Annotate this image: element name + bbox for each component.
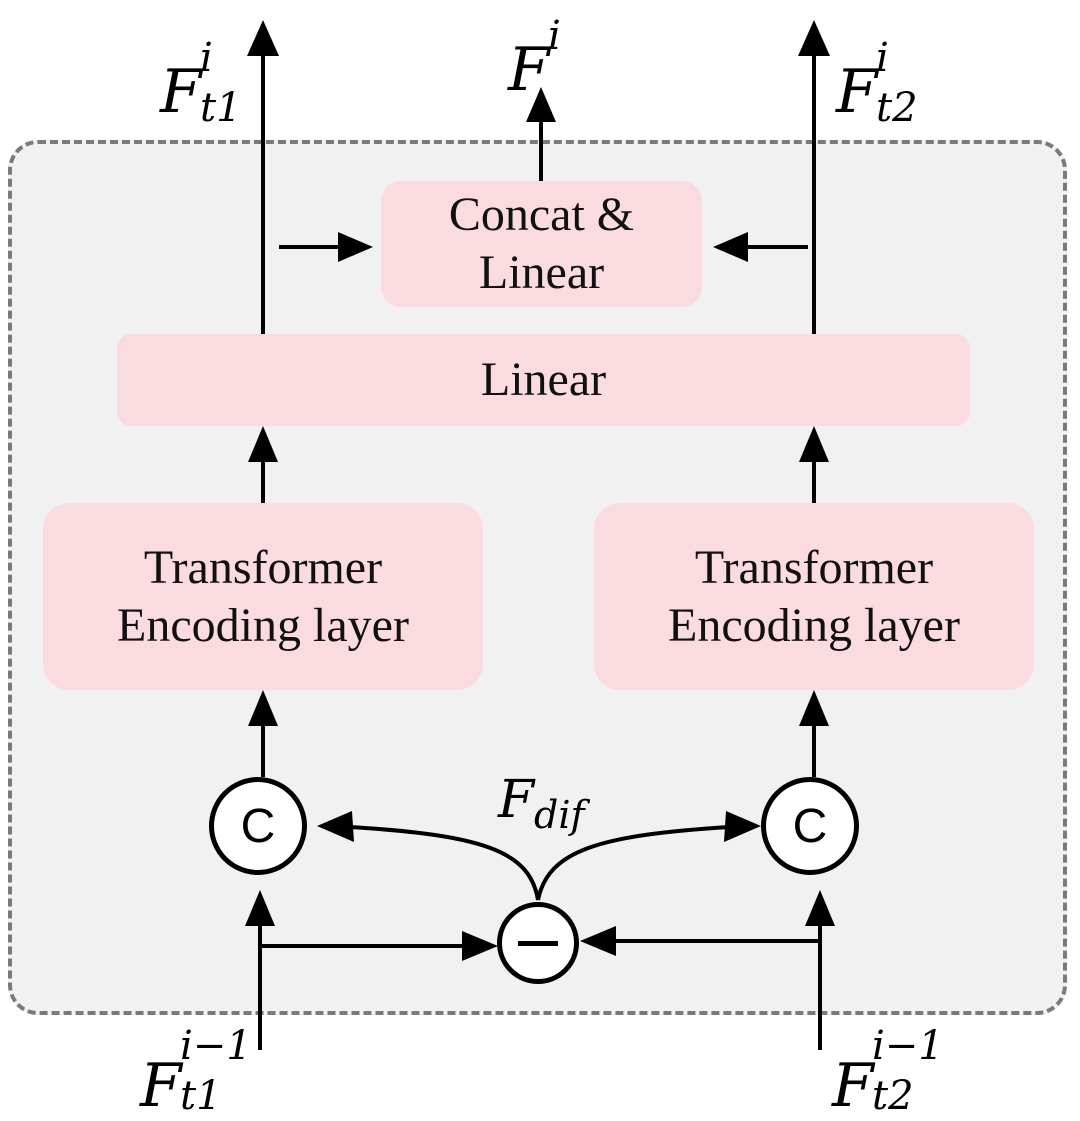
label-output-t2: F i t2 [836,38,918,128]
label-input-t2: F i−1 t2 [832,1026,944,1116]
arrowhead-out-t2 [798,20,830,56]
arrowhead-concat-op-left [248,690,278,726]
transformer-encoder-left: Transformer Encoding layer [43,503,483,690]
label-output-t1-base: F [160,57,202,127]
encoder-right-line1: Transformer [694,540,934,594]
arrowhead-minus-left [462,931,498,961]
label-output-t1-sup: i [200,35,213,81]
arrowhead-encoder-right [799,426,829,462]
label-output-t1: F i t1 [160,38,242,128]
label-difference: F dif [498,774,585,834]
concat-linear-line1: Concat & [448,188,635,242]
concat-operator-left-label: C [240,799,276,853]
encoder-left-line2: Encoding layer [117,598,409,652]
arrowhead-out-main [526,87,556,122]
label-output-t1-sub: t1 [200,85,242,131]
label-output-t2-base: F [836,57,878,127]
arrowhead-out-t1 [247,20,279,56]
encoder-left-line1: Transformer [143,540,383,594]
arrowhead-concat-op-right [799,690,829,726]
concat-linear-block: Concat & Linear [381,181,702,307]
label-input-t1-sup: i−1 [180,1023,252,1069]
label-input-t2-sup: i−1 [872,1023,944,1069]
arrowhead-into-concat-left [338,232,373,262]
arrowhead-into-concat-right [713,232,748,262]
encoder-right-line2: Encoding layer [668,598,960,652]
arrowhead-diff-left [317,811,354,842]
label-difference-base: F [498,770,535,830]
arrowhead-encoder-left [248,426,278,462]
label-output-main-base: F [508,35,550,105]
linear-label: Linear [480,353,607,407]
label-input-t2-sub: t2 [872,1073,914,1119]
label-output-main-sup: i [548,13,561,59]
label-input-t1-base: F [140,1051,182,1121]
transformer-encoder-right: Transformer Encoding layer [594,503,1034,690]
concat-operator-right-label: C [792,799,828,853]
arrowhead-input-left [245,890,275,926]
arrowhead-minus-right [580,926,616,956]
arrow-minus-to-concat-left [349,825,540,901]
concat-operator-right: C [761,777,859,875]
arrowhead-input-right [805,890,835,926]
label-input-t1-sub: t1 [180,1073,222,1119]
minus-icon [518,940,558,946]
label-output-t2-sub: t2 [876,85,918,131]
label-output-main: F i [508,16,561,100]
arrowhead-diff-right [724,811,761,842]
arrow-minus-to-concat-right [536,825,731,901]
label-output-t2-sup: i [876,35,889,81]
label-difference-sub: dif [534,793,585,837]
label-input-t2-base: F [832,1051,874,1121]
concat-linear-line2: Linear [478,246,605,299]
linear-block: Linear [117,334,970,426]
label-input-t1: F i−1 t1 [140,1026,252,1116]
concat-operator-left: C [209,777,307,875]
subtraction-operator [497,902,579,984]
